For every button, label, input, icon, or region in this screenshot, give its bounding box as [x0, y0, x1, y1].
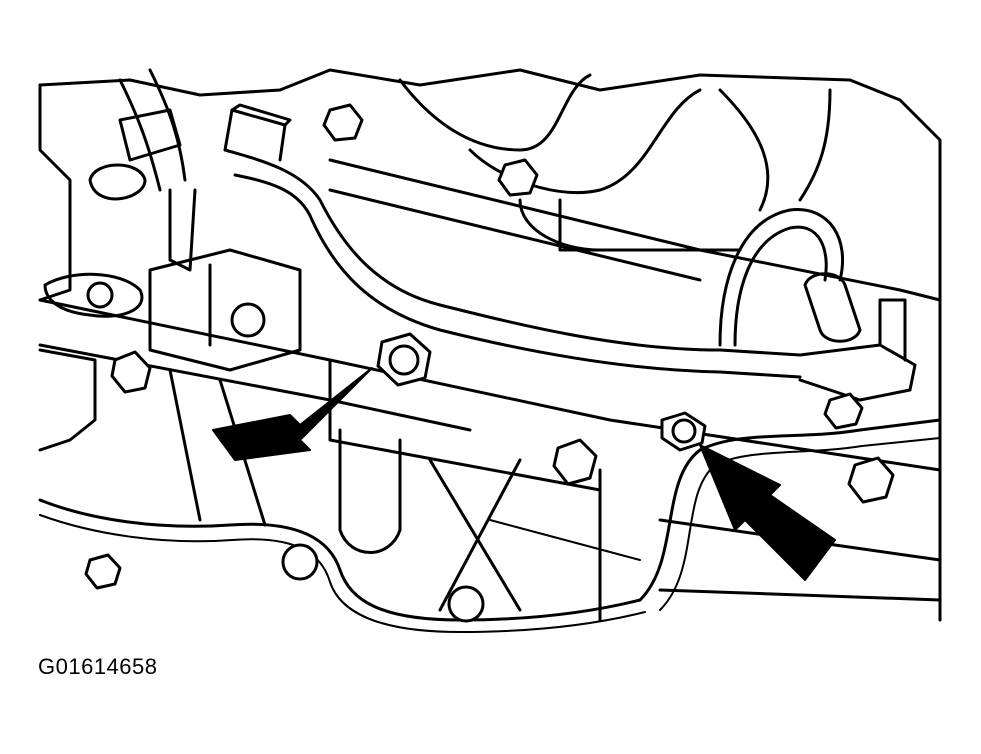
fuel-rail-bolt-right: [660, 411, 707, 452]
arrow-left-icon: [212, 367, 373, 461]
fuel-rail-tube: [223, 103, 917, 402]
arrow-right-icon: [699, 444, 836, 581]
figure-id-label: G01614658: [38, 654, 158, 679]
bolts: [84, 103, 895, 623]
fuel-rail-bolt-left: [376, 332, 432, 387]
callout-arrows: [212, 367, 836, 581]
